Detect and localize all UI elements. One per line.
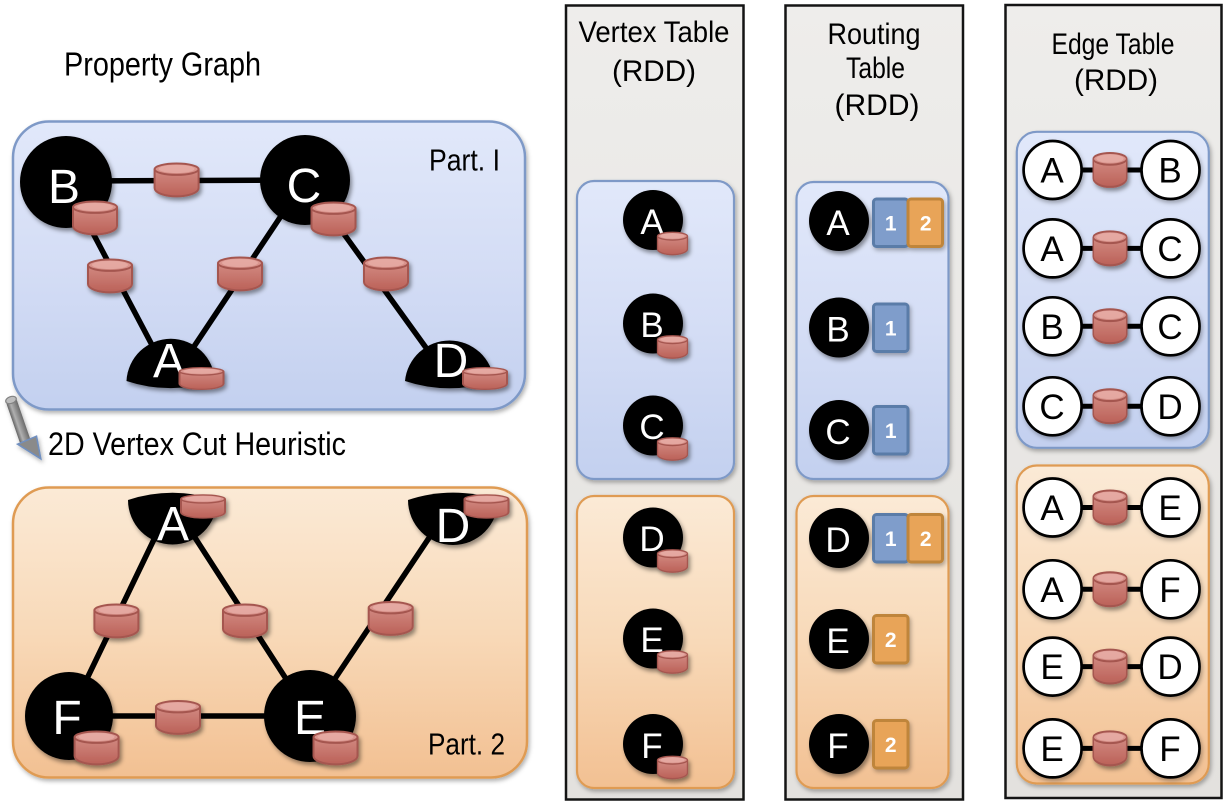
svg-text:Vertex Table: Vertex Table [579,16,730,49]
svg-text:Part. 2: Part. 2 [428,727,505,762]
svg-text:1: 1 [885,318,897,341]
svg-text:(RDD): (RDD) [1074,64,1158,97]
svg-text:B: B [826,311,849,350]
svg-text:A: A [826,204,850,243]
svg-text:B: B [640,306,663,345]
svg-text:1: 1 [885,213,897,236]
svg-text:2: 2 [885,629,897,652]
svg-text:A: A [1040,230,1064,269]
svg-text:F: F [1159,571,1180,610]
svg-text:Routing: Routing [828,18,921,51]
svg-text:F: F [641,727,662,766]
svg-text:(RDD): (RDD) [835,89,920,122]
svg-text:Edge Table: Edge Table [1052,28,1175,61]
svg-text:D: D [825,521,850,560]
svg-text:D: D [1157,388,1182,427]
svg-text:C: C [1039,388,1064,427]
svg-text:1: 1 [885,528,897,551]
svg-text:Part. I: Part. I [429,143,500,178]
svg-text:Property Graph: Property Graph [64,46,261,83]
svg-text:D: D [1157,648,1182,687]
svg-text:2D Vertex Cut Heuristic: 2D Vertex Cut Heuristic [48,426,346,462]
svg-text:F: F [1159,730,1180,769]
svg-text:C: C [1157,308,1182,347]
svg-text:2: 2 [920,213,932,236]
svg-text:B: B [1040,308,1063,347]
svg-text:A: A [1040,152,1064,191]
svg-text:E: E [1040,730,1063,769]
svg-text:E: E [640,621,663,660]
svg-text:A: A [1040,489,1064,528]
svg-text:B: B [1158,152,1181,191]
svg-text:E: E [826,622,849,661]
svg-text:A: A [1040,571,1064,610]
svg-text:1: 1 [885,420,897,443]
svg-text:2: 2 [885,734,897,757]
svg-text:(RDD): (RDD) [612,55,696,88]
svg-text:C: C [825,413,850,452]
svg-text:Table: Table [846,52,905,85]
svg-text:F: F [827,727,848,766]
svg-text:C: C [1157,230,1182,269]
svg-text:2: 2 [920,528,932,551]
svg-text:E: E [1158,489,1181,528]
svg-text:E: E [1040,648,1063,687]
